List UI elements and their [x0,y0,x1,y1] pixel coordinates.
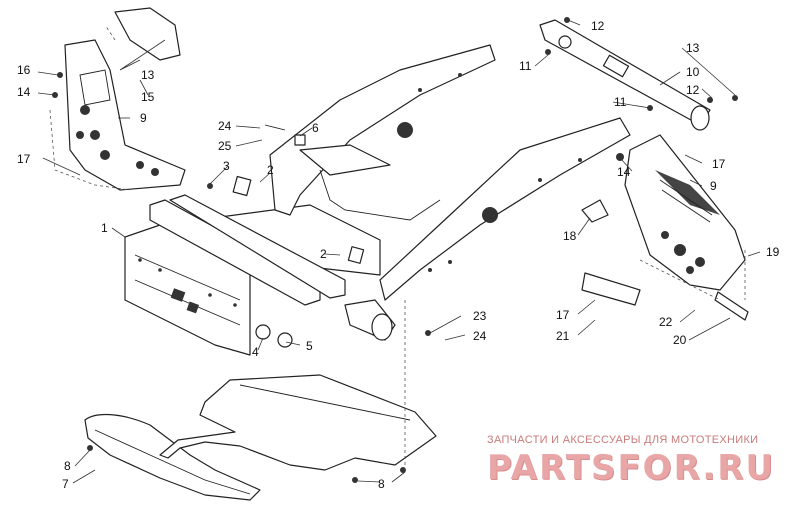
callout-6: 6 [312,121,319,135]
callout-12: 12 [686,83,700,97]
callout-labels: 1 2 2 3 4 5 6 7 8 8 9 9 10 11 11 12 12 1… [17,19,780,491]
callout-2: 2 [267,163,274,177]
callout-14: 14 [17,85,31,99]
callout-20: 20 [673,333,687,347]
callout-17: 17 [556,308,570,322]
callout-3: 3 [223,159,230,173]
callout-8: 8 [378,477,385,491]
callout-1: 1 [101,221,108,235]
callout-17: 17 [712,157,726,171]
callout-12: 12 [591,19,605,33]
axle-tube-part [344,299,396,341]
right-footrest-bracket-part [624,134,746,291]
callout-21: 21 [556,329,570,343]
callout-19: 19 [766,245,780,259]
callout-4: 4 [252,345,259,359]
left-footrest-bracket-part [64,7,186,191]
callout-7: 7 [62,477,69,491]
callout-11: 11 [519,59,532,73]
skid-plate-part [84,413,261,501]
callout-22: 22 [659,315,673,329]
callout-13: 13 [686,41,700,55]
callout-24: 24 [218,119,232,133]
steering-post-part [539,19,711,131]
callout-17: 17 [17,152,31,166]
dashed-alignment-lines [49,24,746,470]
callout-8: 8 [64,459,71,473]
callout-23: 23 [473,309,487,323]
callout-2: 2 [320,247,327,261]
callout-10: 10 [686,65,700,79]
callout-24: 24 [473,329,487,343]
callout-13: 13 [141,68,155,82]
tunnel-rail-part [269,44,631,301]
callout-11: 11 [614,95,627,109]
belly-pan-part [159,374,437,471]
callout-14: 14 [617,165,631,179]
callout-9: 9 [140,111,147,125]
watermark-tagline: ЗАПЧАСТИ И АКСЕССУАРЫ ДЛЯ МОТОТЕХНИКИ [487,434,759,446]
small-bracket-parts [581,199,749,321]
callout-5: 5 [306,339,313,353]
spacer-parts [255,324,293,348]
callout-16: 16 [17,63,31,77]
callout-25: 25 [218,139,232,153]
callout-15: 15 [141,90,155,104]
leader-lines [37,19,761,484]
fastener-parts [52,17,738,483]
cross-beam-part [149,175,365,306]
watermark-logo: PARTSFOR.RU [487,448,776,488]
callout-18: 18 [563,229,577,243]
callout-9: 9 [710,179,717,193]
